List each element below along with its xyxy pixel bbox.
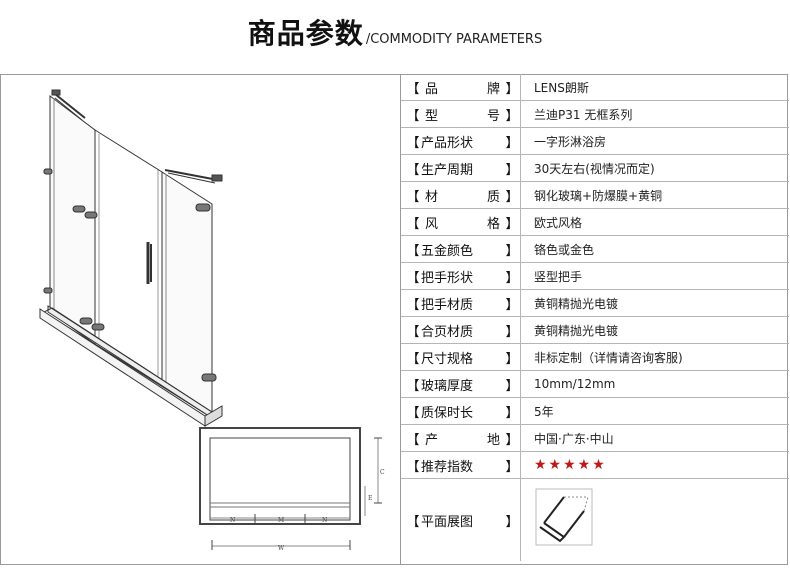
- spec-label-text: 生产周期: [421, 162, 474, 178]
- dim-label: N: [322, 517, 327, 524]
- spec-label-text: 把手形状: [421, 270, 474, 286]
- product-drawing: N M N W C E: [0, 74, 400, 565]
- spec-value: 黄铜精抛光电镀: [534, 296, 619, 311]
- spec-value: 竖型把手: [534, 269, 583, 284]
- spec-row: 【风格】 欧式风格: [401, 209, 789, 236]
- dim-label: W: [278, 545, 285, 552]
- parameters-frame: [0, 74, 788, 565]
- spec-label-text: 五金颜色: [421, 243, 474, 259]
- spec-value: 中国·广东·中山: [534, 431, 614, 446]
- section-subtitle: /COMMODITY PARAMETERS: [365, 32, 543, 47]
- spec-value: 10mm/12mm: [534, 377, 616, 391]
- spec-row: 【型号】 兰迪P31 无框系列: [401, 101, 789, 128]
- spec-value: 黄铜精抛光电镀: [534, 323, 619, 338]
- spec-label-text: 平面展图: [421, 514, 474, 530]
- spec-row: 【材质】 钢化玻璃+防爆膜+黄铜: [401, 182, 789, 209]
- rating-stars: ★★★★★: [534, 457, 607, 473]
- spec-row: 【生产周期】 30天左右(视情况而定): [401, 155, 789, 182]
- spec-label: 【风格】: [401, 209, 521, 235]
- section-header: 商品参数/COMMODITY PARAMETERS: [0, 12, 790, 52]
- spec-row: 【质保时长】 5年: [401, 398, 789, 425]
- spec-label: 【推荐指数】: [401, 452, 521, 478]
- spec-row: 【把手材质】 黄铜精抛光电镀: [401, 290, 789, 317]
- plan-layout-icon: [535, 488, 593, 546]
- dim-label: M: [278, 517, 284, 524]
- spec-label: 【产地】: [401, 425, 521, 451]
- spec-row: 【玻璃厚度】 10mm/12mm: [401, 371, 789, 398]
- plan-view: [199, 427, 382, 550]
- spec-value: 5年: [534, 404, 554, 419]
- spec-value: 非标定制（详情请咨询客服): [534, 350, 683, 365]
- spec-label: 【玻璃厚度】: [401, 371, 521, 397]
- spec-value: 铬色或金色: [534, 242, 595, 257]
- dim-label: N: [230, 517, 235, 524]
- spec-label-text: 型号: [425, 108, 500, 124]
- spec-value: 欧式风格: [534, 215, 583, 230]
- spec-label: 【型号】: [401, 101, 521, 127]
- spec-row: 【合页材质】 黄铜精抛光电镀: [401, 317, 789, 344]
- spec-label-text: 品牌: [425, 81, 500, 97]
- spec-row: 【产地】 中国·广东·中山: [401, 425, 789, 452]
- spec-row: 【品牌】 LENS朗斯: [401, 74, 789, 101]
- spec-value: 兰迪P31 无框系列: [534, 107, 633, 122]
- section-title: 商品参数: [247, 17, 364, 50]
- spec-label: 【尺寸规格】: [401, 344, 521, 370]
- spec-row: 【尺寸规格】 非标定制（详情请咨询客服): [401, 344, 789, 371]
- spec-label-text: 产地: [425, 432, 500, 448]
- spec-row: 【推荐指数】 ★★★★★: [401, 452, 789, 479]
- spec-label: 【产品形状】: [401, 128, 521, 154]
- spec-label-text: 风格: [425, 216, 500, 232]
- spec-label: 【品牌】: [401, 74, 521, 100]
- spec-label-text: 材质: [425, 189, 500, 205]
- spec-label: 【把手形状】: [401, 263, 521, 289]
- spec-label-text: 尺寸规格: [421, 351, 474, 367]
- spec-row: 【五金颜色】 铬色或金色: [401, 236, 789, 263]
- spec-value: LENS朗斯: [534, 80, 589, 95]
- spec-label-text: 产品形状: [421, 135, 474, 151]
- spec-label: 【质保时长】: [401, 398, 521, 424]
- spec-row: 【产品形状】 一字形淋浴房: [401, 128, 789, 155]
- spec-label-text: 合页材质: [421, 324, 474, 340]
- spec-label-text: 质保时长: [421, 405, 474, 421]
- spec-row: 【把手形状】 竖型把手: [401, 263, 789, 290]
- spec-label-text: 推荐指数: [421, 459, 474, 475]
- spec-row-plan: 【平面展图】: [401, 479, 789, 561]
- spec-label: 【材质】: [401, 182, 521, 208]
- spec-value: 钢化玻璃+防爆膜+黄铜: [534, 188, 663, 203]
- dim-label: E: [368, 495, 372, 502]
- spec-table: 【品牌】 LENS朗斯 【型号】 兰迪P31 无框系列 【产品形状】 一字形淋浴…: [400, 74, 789, 565]
- spec-value: 30天左右(视情况而定): [534, 161, 655, 176]
- spec-label: 【把手材质】: [401, 290, 521, 316]
- shower-enclosure-illustration: N M N W C E: [39, 89, 385, 552]
- dim-label: C: [380, 469, 385, 476]
- spec-label: 【合页材质】: [401, 317, 521, 343]
- spec-label: 【生产周期】: [401, 155, 521, 181]
- spec-label-text: 玻璃厚度: [421, 378, 474, 394]
- spec-label: 【平面展图】: [401, 479, 521, 561]
- spec-label: 【五金颜色】: [401, 236, 521, 262]
- spec-label-text: 把手材质: [421, 297, 474, 313]
- spec-value: 一字形淋浴房: [534, 134, 607, 149]
